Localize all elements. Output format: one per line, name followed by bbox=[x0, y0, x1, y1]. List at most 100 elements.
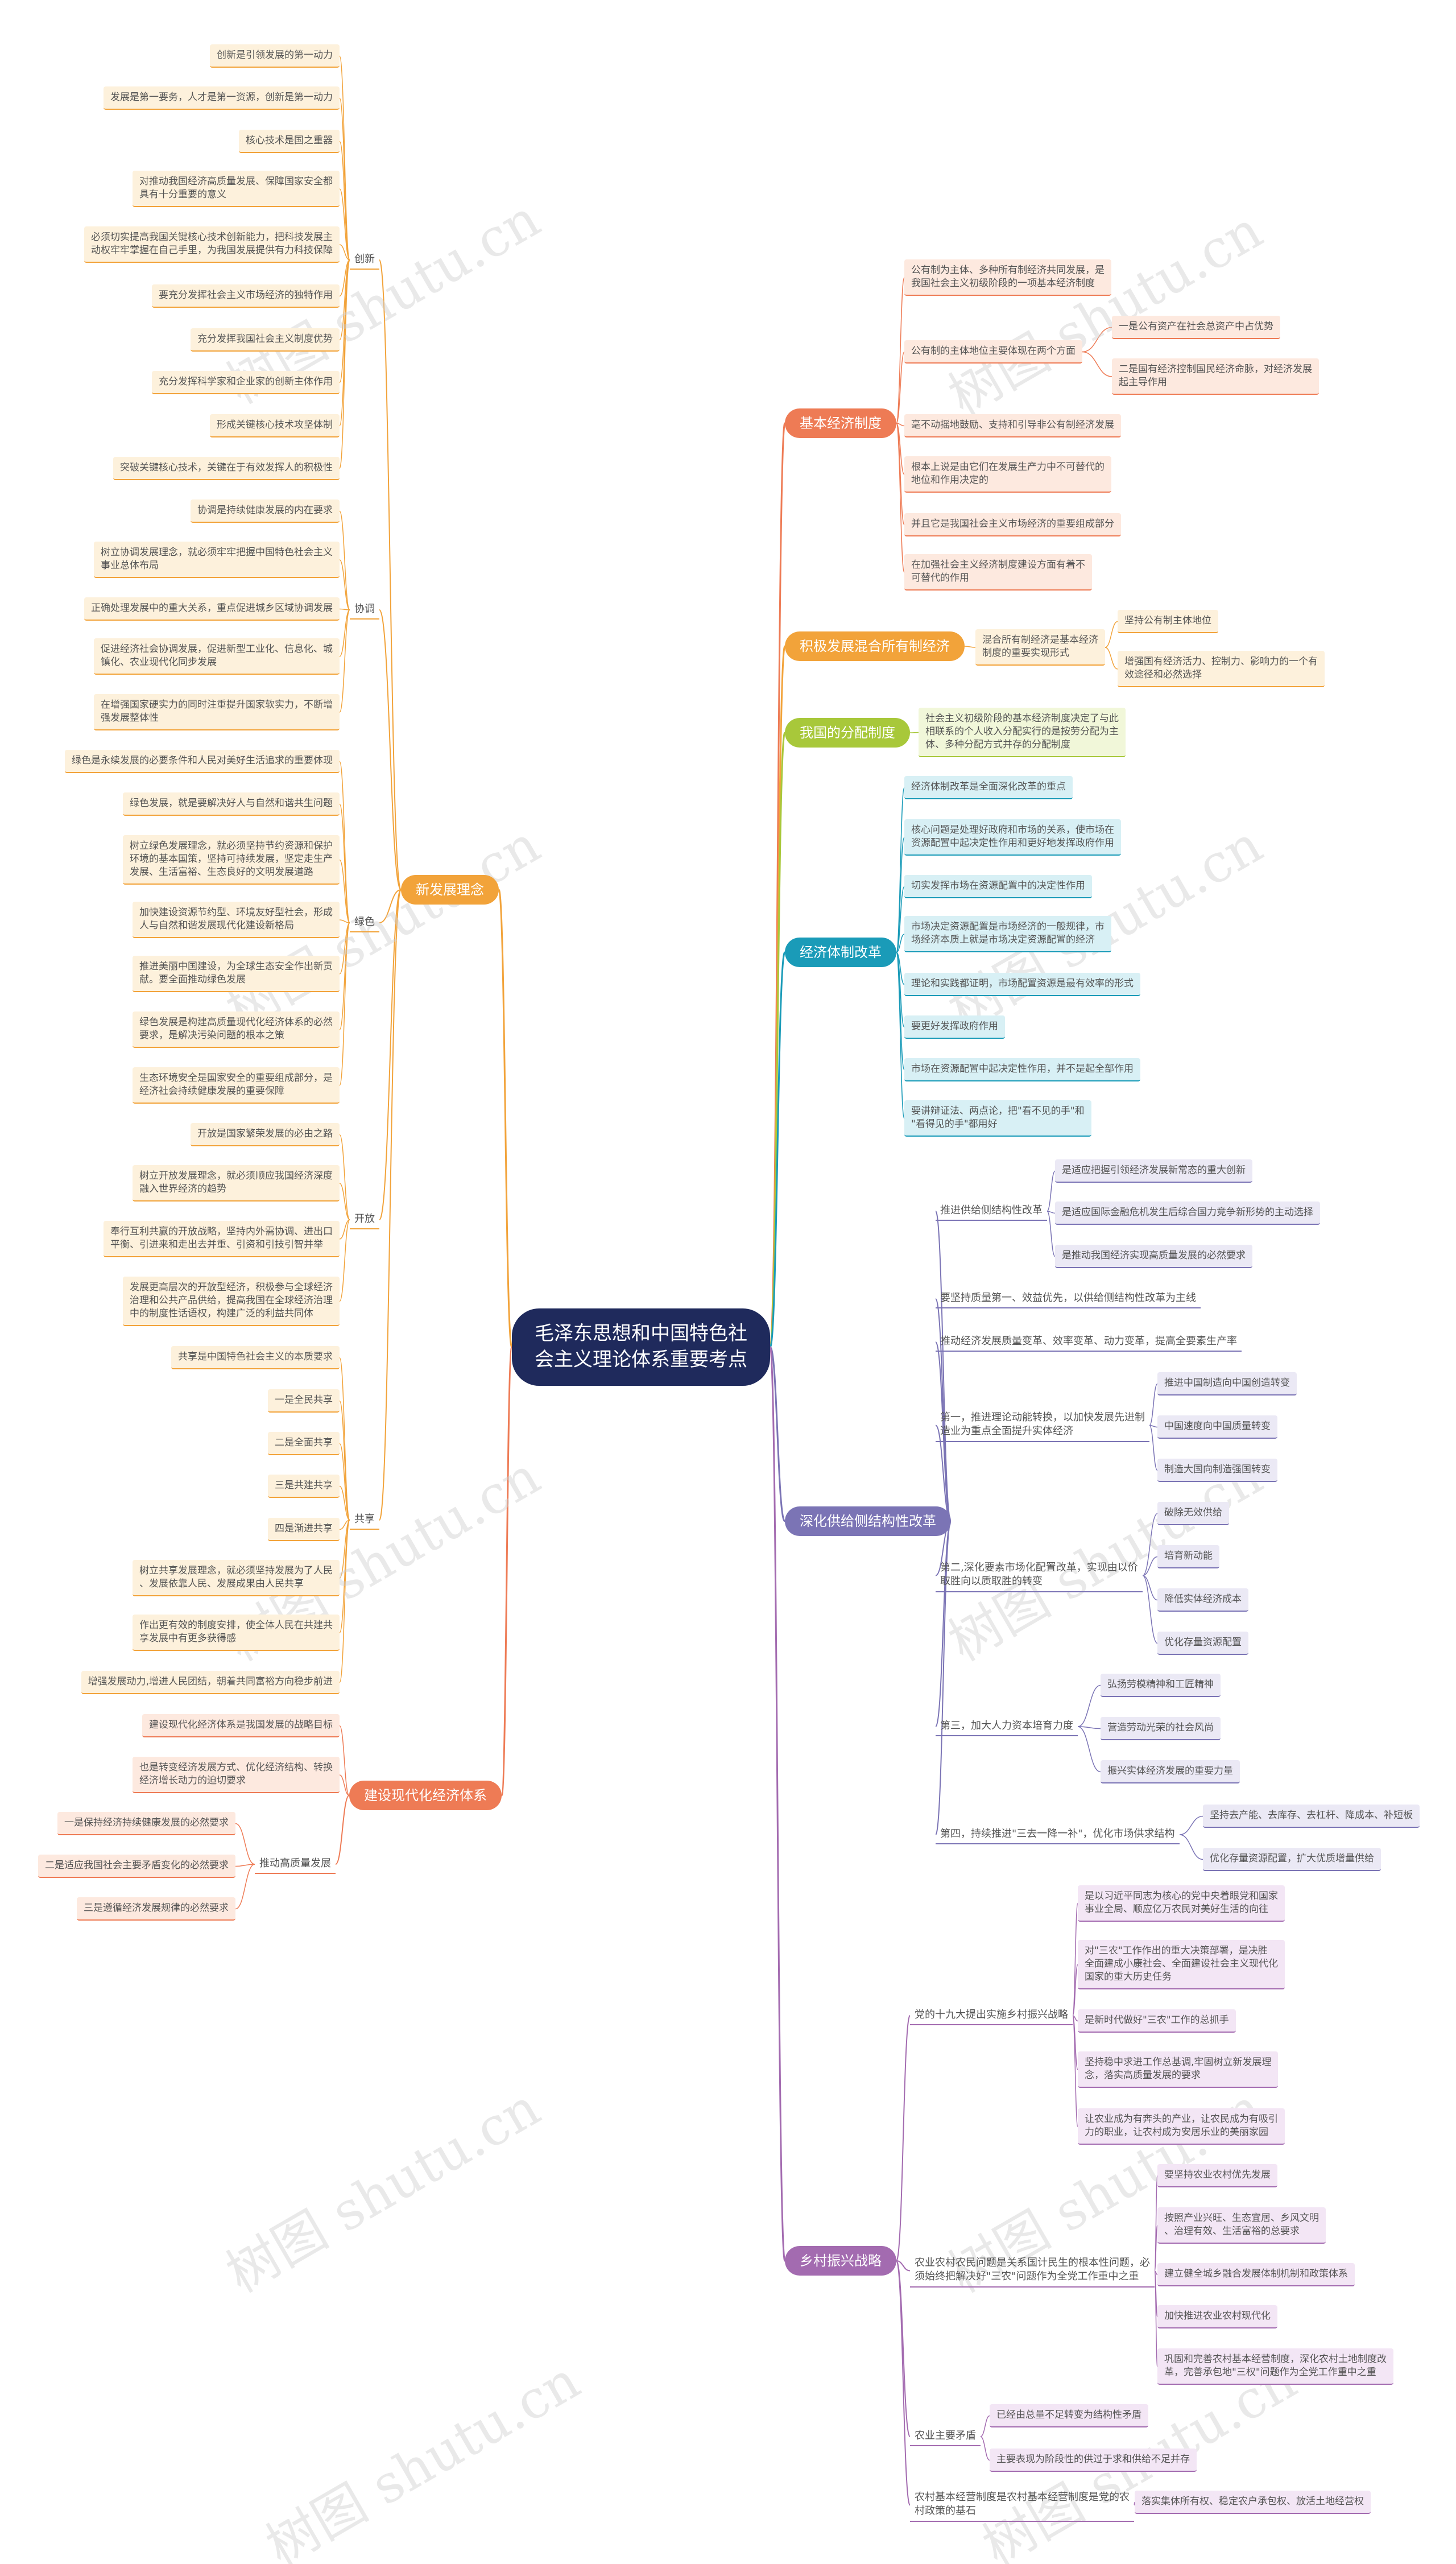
leaf-innovation[interactable]: 要充分发挥社会主义市场经济的独特作用 bbox=[152, 284, 340, 308]
leaf-basic-economy[interactable]: 公有制的主体地位主要体现在两个方面 bbox=[904, 340, 1082, 364]
leaf-innovation[interactable]: 核心技术是国之重器 bbox=[239, 130, 340, 153]
sub-coordination[interactable]: 协调 bbox=[350, 600, 379, 620]
leaf-opening[interactable]: 开放是国家繁荣发展的必由之路 bbox=[191, 1123, 340, 1146]
leaf-opening[interactable]: 发展更高层次的开放型经济，积极参与全球经济 治理和公共产品供给，提高我国在全球经… bbox=[123, 1277, 340, 1326]
leaf-sharing[interactable]: 作出更有效的制度安排，使全体人民在共建共 享发展中有更多获得感 bbox=[133, 1615, 340, 1651]
leaf-innovation[interactable]: 对推动我国经济高质量发展、保障国家安全都 具有十分重要的意义 bbox=[133, 171, 340, 207]
leaf-supply-fourth[interactable]: 优化存量资源配置，扩大优质增量供给 bbox=[1203, 1848, 1381, 1871]
branch-supply-side-reform[interactable]: 深化供给侧结构性改革 bbox=[785, 1506, 951, 1537]
leaf-agri-contradiction[interactable]: 主要表现为阶段性的供过于求和供给不足并存 bbox=[990, 2449, 1197, 2472]
leaf-supply-third[interactable]: 弘扬劳模精神和工匠精神 bbox=[1101, 1674, 1221, 1697]
leaf-public-ownership[interactable]: 二是国有经济控制国民经济命脉，对经济发展 起主导作用 bbox=[1112, 358, 1319, 395]
leaf-basic-economy[interactable]: 在加强社会主义经济制度建设方面有着不 可替代的作用 bbox=[904, 554, 1092, 591]
leaf-sharing[interactable]: 四是渐进共享 bbox=[268, 1518, 340, 1541]
sub-quality-reform[interactable]: 推动经济发展质量变革、效率变革、动力变革，提高全要素生产率 bbox=[936, 1332, 1242, 1352]
sub-supply-third[interactable]: 第三，加大人力资本培育力度 bbox=[936, 1717, 1078, 1737]
leaf-green[interactable]: 绿色发展是构建高质量现代化经济体系的必然 要求，是解决污染问题的根本之策 bbox=[133, 1011, 340, 1048]
leaf-supply-first[interactable]: 制造大国向制造强国转变 bbox=[1157, 1459, 1277, 1482]
leaf-public-ownership[interactable]: 一是公有资产在社会总资产中占优势 bbox=[1112, 316, 1280, 339]
sub-green[interactable]: 绿色 bbox=[350, 913, 379, 933]
leaf-mixed-ownership[interactable]: 坚持公有制主体地位 bbox=[1118, 610, 1218, 633]
leaf-innovation[interactable]: 创新是引领发展的第一动力 bbox=[210, 44, 340, 68]
leaf-economic-reform[interactable]: 要讲辩证法、两点论，把"看不见的手"和 "看得见的手"都用好 bbox=[904, 1100, 1091, 1137]
leaf-sharing[interactable]: 共享是中国特色社会主义的本质要求 bbox=[171, 1346, 340, 1369]
leaf-economic-reform[interactable]: 市场在资源配置中起决定性作用，并不是起全部作用 bbox=[904, 1058, 1140, 1081]
leaf-green[interactable]: 绿色是永续发展的必要条件和人民对美好生活追求的重要体现 bbox=[65, 750, 340, 773]
sub-supply-second[interactable]: 第二,深化要素市场化配置改革，实现由以价 取胜向以质取胜的转变 bbox=[936, 1559, 1143, 1592]
leaf-supply-second[interactable]: 破除无效供给 bbox=[1157, 1502, 1229, 1525]
leaf-green[interactable]: 生态环境安全是国家安全的重要组成部分，是 经济社会持续健康发展的重要保障 bbox=[133, 1067, 340, 1104]
leaf-green[interactable]: 树立绿色发展理念，就必须坚持节约资源和保护 环境的基本国策，坚持可持续发展，坚定… bbox=[123, 835, 340, 885]
leaf-sharing[interactable]: 二是全面共享 bbox=[268, 1432, 340, 1455]
sub-rural-strategy[interactable]: 党的十九大提出实施乡村振兴战略 bbox=[910, 2006, 1073, 2026]
leaf-basic-economy[interactable]: 毫不动摇地鼓励、支持和引导非公有制经济发展 bbox=[904, 414, 1121, 437]
leaf-innovation[interactable]: 必须切实提高我国关键核心技术创新能力，把科技发展主 动权牢牢掌握在自己手里，为我… bbox=[84, 226, 340, 263]
leaf-three-rural[interactable]: 巩固和完善农村基本经营制度，深化农村土地制度改 革，完善承包地"三权"问题作为全… bbox=[1157, 2348, 1393, 2385]
leaf-supply-side-reason[interactable]: 是推动我国经济实现高质量发展的必然要求 bbox=[1055, 1245, 1252, 1268]
leaf-three-rural[interactable]: 要坚持农业农村优先发展 bbox=[1157, 2164, 1277, 2187]
leaf-economic-reform[interactable]: 理论和实践都证明，市场配置资源是最有效率的形式 bbox=[904, 973, 1140, 996]
leaf-green[interactable]: 推进美丽中国建设，为全球生态安全作出新贡 献。要全面推动绿色发展 bbox=[133, 956, 340, 992]
leaf-innovation[interactable]: 充分发挥我国社会主义制度优势 bbox=[191, 328, 340, 352]
leaf-coordination[interactable]: 协调是持续健康发展的内在要求 bbox=[191, 499, 340, 523]
sub-rural-management[interactable]: 农村基本经营制度是农村基本经营制度是党的农 村政策的基石 bbox=[910, 2488, 1134, 2522]
leaf-green[interactable]: 加快建设资源节约型、环境友好型社会，形成 人与自然和谐发展现代化建设新格局 bbox=[133, 902, 340, 938]
sub-supply-side-reason[interactable]: 推进供给侧结构性改革 bbox=[936, 1202, 1047, 1221]
leaf-opening[interactable]: 树立开放发展理念，就必须顺应我国经济深度 融入世界经济的趋势 bbox=[133, 1165, 340, 1202]
leaf-innovation[interactable]: 发展是第一要务，人才是第一资源，创新是第一动力 bbox=[104, 86, 340, 110]
leaf-supply-side-reason[interactable]: 是适应把握引领经济发展新常态的重大创新 bbox=[1055, 1159, 1252, 1183]
leaf-rural-strategy[interactable]: 对"三农"工作作出的重大决策部署，是决胜 全面建成小康社会、全面建设社会主义现代… bbox=[1078, 1940, 1285, 1989]
leaf-supply-first[interactable]: 推进中国制造向中国创造转变 bbox=[1157, 1372, 1297, 1395]
leaf-supply-second[interactable]: 优化存量资源配置 bbox=[1157, 1632, 1248, 1655]
leaf-coordination[interactable]: 树立协调发展理念，就必须牢牢把握中国特色社会主义 事业总体布局 bbox=[94, 542, 340, 578]
leaf-rural-management[interactable]: 落实集体所有权、稳定农户承包权、放活土地经营权 bbox=[1135, 2491, 1371, 2514]
leaf-economic-reform[interactable]: 市场决定资源配置是市场经济的一般规律，市 场经济本质上就是市场决定资源配置的经济 bbox=[904, 916, 1111, 952]
leaf-three-rural[interactable]: 建立健全城乡融合发展体制机制和政策体系 bbox=[1157, 2263, 1355, 2286]
root-topic[interactable]: 毛泽东思想和中国特色社 会主义理论体系重要考点 bbox=[512, 1308, 770, 1386]
leaf-three-rural[interactable]: 加快推进农业农村现代化 bbox=[1157, 2305, 1277, 2328]
leaf-rural-strategy[interactable]: 坚持稳中求进工作总基调,牢固树立新发展理 念，落实高质量发展的要求 bbox=[1078, 2051, 1279, 2088]
sub-sharing[interactable]: 共享 bbox=[350, 1510, 379, 1530]
leaf-innovation[interactable]: 突破关键核心技术，关键在于有效发挥人的积极性 bbox=[113, 457, 340, 480]
leaf-sharing[interactable]: 三是共建共享 bbox=[268, 1475, 340, 1498]
sub-innovation[interactable]: 创新 bbox=[350, 250, 379, 270]
sub-high-quality-development[interactable]: 推动高质量发展 bbox=[255, 1855, 336, 1875]
leaf-supply-third[interactable]: 营造劳动光荣的社会风尚 bbox=[1101, 1717, 1221, 1740]
leaf-supply-second[interactable]: 降低实体经济成本 bbox=[1157, 1588, 1248, 1612]
leaf-modern-economy[interactable]: 也是转变经济发展方式、优化经济结构、转换 经济增长动力的迫切要求 bbox=[133, 1757, 340, 1793]
leaf-agri-contradiction[interactable]: 已经由总量不足转变为结构性矛盾 bbox=[990, 2404, 1148, 2427]
sub-agri-contradiction[interactable]: 农业主要矛盾 bbox=[910, 2427, 981, 2447]
leaf-modern-economy[interactable]: 建设现代化经济体系是我国发展的战略目标 bbox=[142, 1714, 340, 1737]
leaf-innovation[interactable]: 形成关键核心技术攻坚体制 bbox=[210, 414, 340, 437]
leaf-high-quality[interactable]: 二是适应我国社会主要矛盾变化的必然要求 bbox=[38, 1855, 235, 1878]
leaf-economic-reform[interactable]: 切实发挥市场在资源配置中的决定性作用 bbox=[904, 875, 1092, 898]
leaf-supply-second[interactable]: 培育新动能 bbox=[1157, 1545, 1219, 1568]
leaf-supply-fourth[interactable]: 坚持去产能、去库存、去杠杆、降成本、补短板 bbox=[1203, 1805, 1420, 1828]
leaf-sharing[interactable]: 树立共享发展理念，就必须坚持发展为了人民 、发展依靠人民、发展成果由人民共享 bbox=[133, 1560, 340, 1596]
leaf-supply-side-reason[interactable]: 是适应国际金融危机发生后综合国力竞争新形势的主动选择 bbox=[1055, 1202, 1320, 1225]
leaf-coordination[interactable]: 在增强国家硬实力的同时注重提升国家软实力，不断增 强发展整体性 bbox=[94, 694, 340, 730]
sub-supply-first[interactable]: 第一，推进理论动能转换，以加快发展先进制 造业为重点全面提升实体经济 bbox=[936, 1409, 1149, 1442]
leaf-distribution[interactable]: 社会主义初级阶段的基本经济制度决定了与此 相联系的个人收入分配实行的是按劳分配为… bbox=[919, 708, 1126, 757]
branch-modern-economic-system[interactable]: 建设现代化经济体系 bbox=[349, 1781, 502, 1811]
leaf-sharing[interactable]: 一是全民共享 bbox=[268, 1389, 340, 1413]
leaf-rural-strategy[interactable]: 让农业成为有奔头的产业，让农民成为有吸引 力的职业，让农村成为安居乐业的美丽家园 bbox=[1078, 2108, 1285, 2145]
leaf-basic-economy[interactable]: 并且它是我国社会主义市场经济的重要组成部分 bbox=[904, 513, 1121, 536]
leaf-supply-first[interactable]: 中国速度向中国质量转变 bbox=[1157, 1415, 1277, 1439]
leaf-rural-strategy[interactable]: 是以习近平同志为核心的党中央着眼党和国家 事业全局、顺应亿万农民对美好生活的向往 bbox=[1078, 1885, 1285, 1922]
sub-three-rural-issues[interactable]: 农业农村农民问题是关系国计民生的根本性问题，必 须始终把解决好"三农"问题作为全… bbox=[910, 2254, 1155, 2288]
leaf-basic-economy[interactable]: 公有制为主体、多种所有制经济共同发展，是 我国社会主义初级阶段的一项基本经济制度 bbox=[904, 259, 1111, 296]
mixed-ownership-form[interactable]: 混合所有制经济是基本经济 制度的重要实现形式 bbox=[975, 629, 1105, 666]
leaf-rural-strategy[interactable]: 是新时代做好"三农"工作的总抓手 bbox=[1078, 2009, 1236, 2033]
leaf-basic-economy[interactable]: 根本上说是由它们在发展生产力中不可替代的 地位和作用决定的 bbox=[904, 456, 1111, 493]
sub-quality-first[interactable]: 要坚持质量第一、效益优先，以供给侧结构性改革为主线 bbox=[936, 1289, 1201, 1309]
leaf-coordination[interactable]: 促进经济社会协调发展，促进新型工业化、信息化、城 镇化、农业现代化同步发展 bbox=[94, 638, 340, 675]
leaf-three-rural[interactable]: 按照产业兴旺、生态宜居、乡风文明 、治理有效、生活富裕的总要求 bbox=[1157, 2207, 1326, 2244]
branch-basic-economic-system[interactable]: 基本经济制度 bbox=[785, 408, 896, 439]
leaf-high-quality[interactable]: 三是遵循经济发展规律的必然要求 bbox=[77, 1897, 235, 1921]
leaf-innovation[interactable]: 充分发挥科学家和企业家的创新主体作用 bbox=[152, 371, 340, 394]
leaf-economic-reform[interactable]: 要更好发挥政府作用 bbox=[904, 1015, 1005, 1039]
leaf-green[interactable]: 绿色发展，就是要解决好人与自然和谐共生问题 bbox=[123, 792, 340, 816]
sub-supply-fourth[interactable]: 第四，持续推进"三去一降一补"，优化市场供求结构 bbox=[936, 1825, 1180, 1845]
leaf-opening[interactable]: 奉行互利共赢的开放战略，坚持内外需协调、进出口 平衡、引进来和走出去并重、引资和… bbox=[104, 1221, 340, 1257]
